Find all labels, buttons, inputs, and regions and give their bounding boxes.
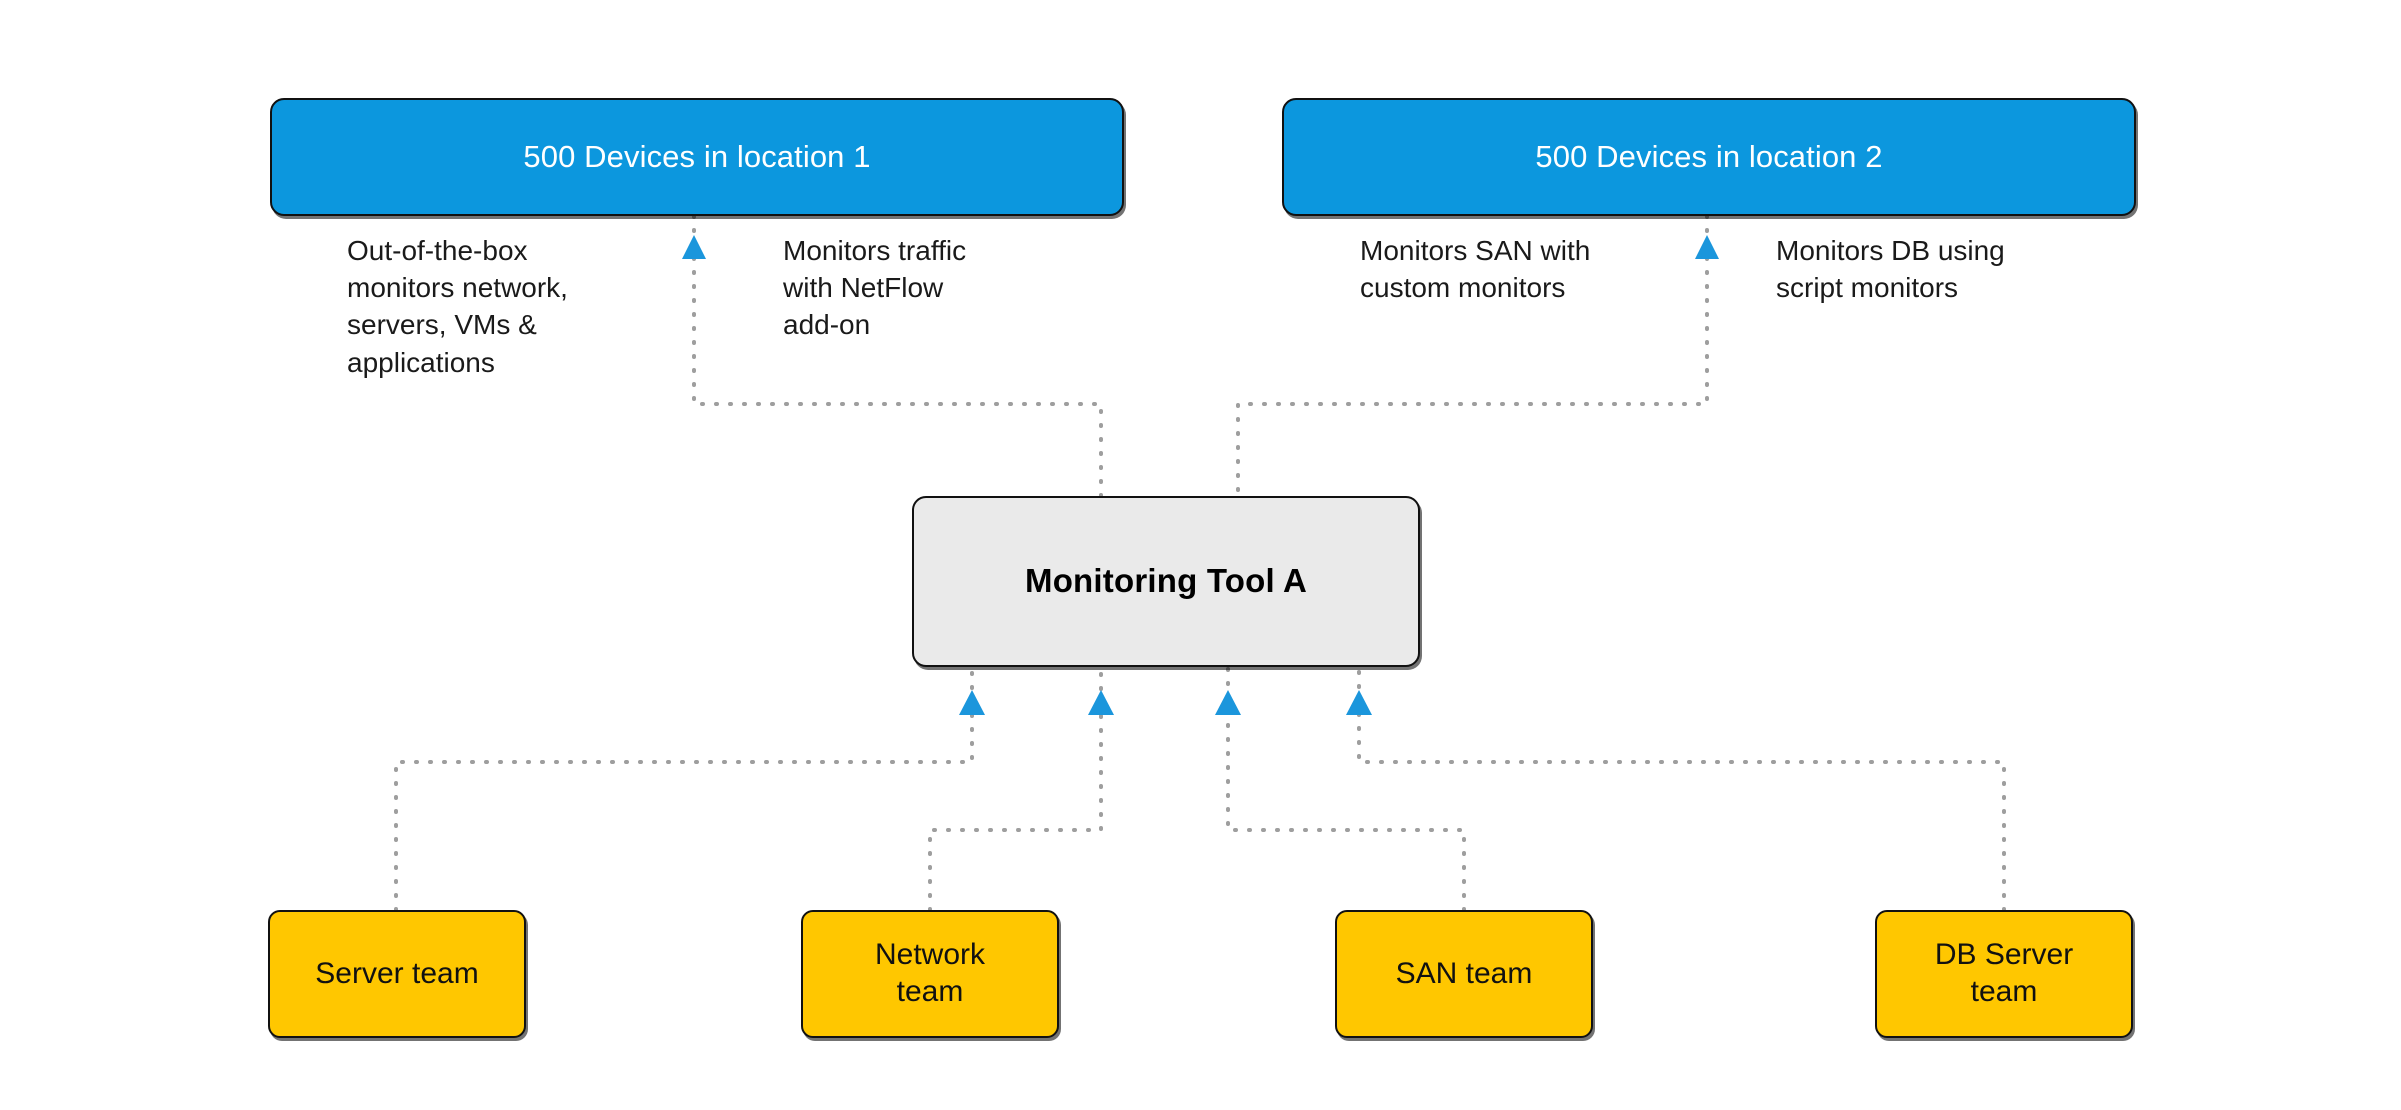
edge-db-server-team-to-tool [1346,665,2006,912]
edge-server-team-to-tool [394,665,985,912]
arrow-up-icon [1215,690,1241,715]
edge-network-team-to-tool [928,665,1114,912]
arrow-up-icon [1346,690,1372,715]
node-db-server-team-label: DB Server team [1934,938,2074,1008]
node-location-2[interactable]: 500 Devices in location 2 [1282,98,2136,216]
node-db-server-team[interactable]: DB Server team [1875,910,2133,1038]
caption-san: Monitors SAN with custom monitors [1360,235,1591,304]
arrow-up-icon [1088,690,1114,715]
node-location-2-label: 500 Devices in location 2 [1535,139,1883,175]
node-san-team[interactable]: SAN team [1335,910,1593,1038]
node-location-1[interactable]: 500 Devices in location 1 [270,98,1124,216]
arrow-up-icon [1695,235,1719,259]
node-monitoring-tool-a-label: Monitoring Tool A [1025,562,1307,600]
node-monitoring-tool-a[interactable]: Monitoring Tool A [912,496,1420,667]
arrow-up-icon [959,690,985,715]
arrow-up-icon [682,235,706,259]
caption-db: Monitors DB using script monitors [1776,235,2005,304]
node-network-team[interactable]: Network team [801,910,1059,1038]
caption-out-of-the-box: Out-of-the-box monitors network, servers… [347,235,568,378]
node-location-1-label: 500 Devices in location 1 [523,139,871,175]
caption-netflow: Monitors traffic with NetFlow add-on [783,235,967,341]
edge-san-team-to-tool [1215,665,1466,912]
node-server-team[interactable]: Server team [268,910,526,1038]
node-network-team-label: Network team [874,938,986,1008]
node-server-team-label: Server team [315,956,479,990]
node-san-team-label: SAN team [1395,956,1533,990]
